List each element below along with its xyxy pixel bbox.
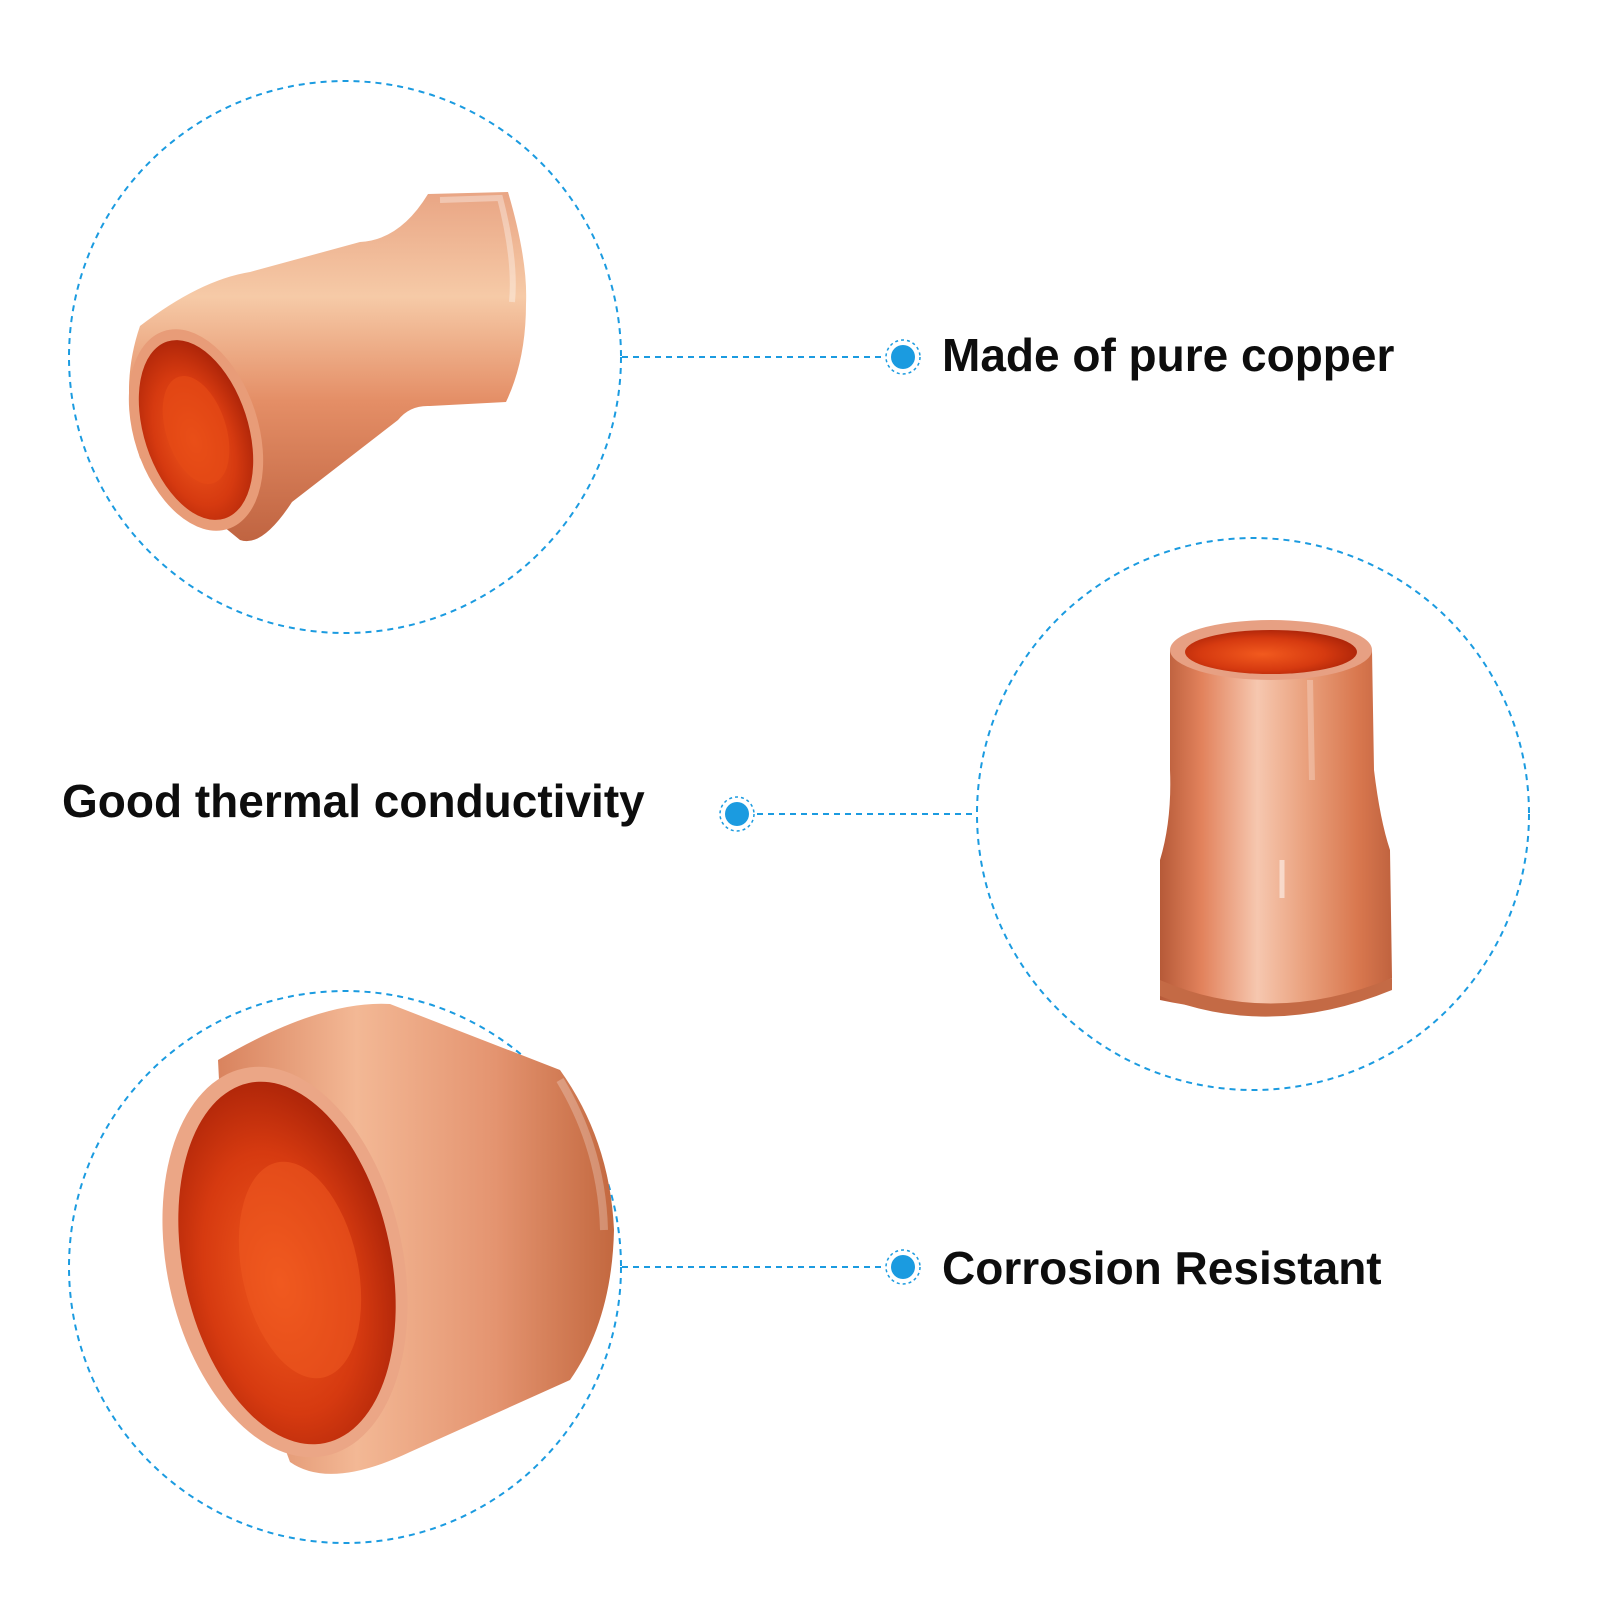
product-circle-1 <box>68 80 622 634</box>
product-circle-3 <box>68 990 622 1544</box>
feature-label-corrosion-resistant: Corrosion Resistant <box>942 1242 1382 1294</box>
bullet-dot-icon <box>885 339 921 375</box>
product-circle-2 <box>976 537 1530 1091</box>
copper-fitting-3 <box>162 1003 614 1474</box>
copper-fitting-2 <box>1160 620 1392 1017</box>
feature-label-pure-copper: Made of pure copper <box>942 329 1395 381</box>
bullet-dot-icon <box>719 796 755 832</box>
bullet-dot-icon <box>885 1249 921 1285</box>
feature-label-thermal-conductivity: Good thermal conductivity <box>62 775 645 827</box>
copper-fitting-1 <box>128 192 527 542</box>
